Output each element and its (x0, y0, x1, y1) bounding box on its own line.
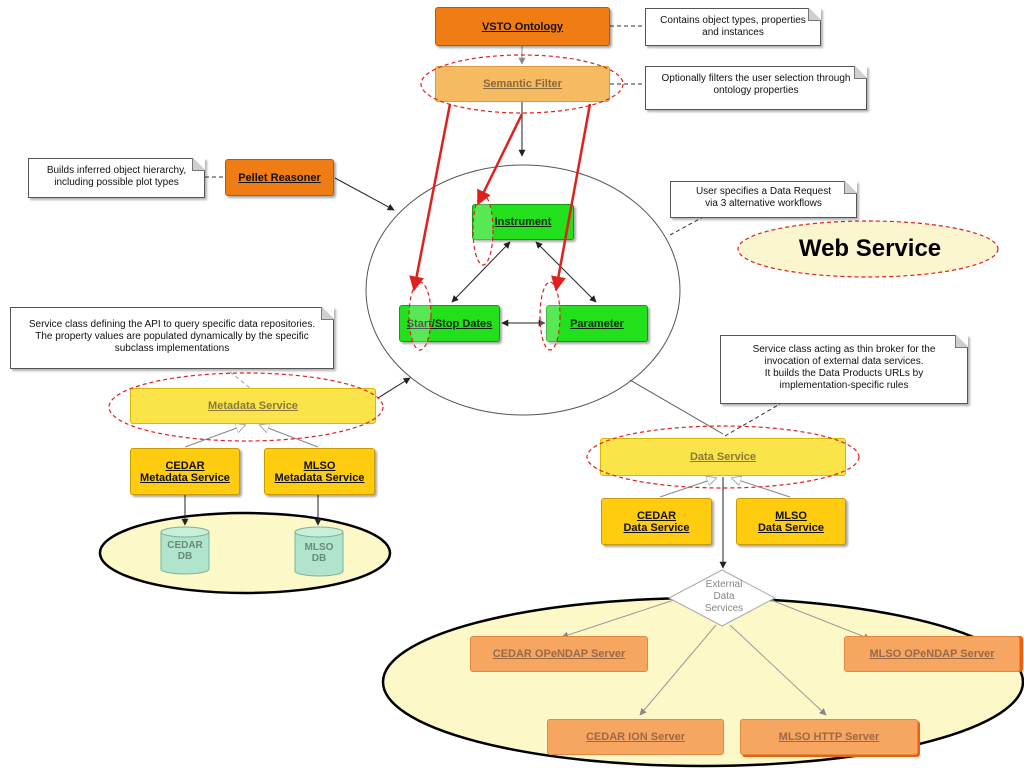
metadata-service-box: Metadata Service (130, 388, 376, 424)
web-service-label-ellipse (737, 220, 999, 278)
connector (334, 177, 395, 211)
connector (561, 597, 681, 639)
instrument-box: Instrument (472, 204, 574, 240)
web-service-label: Web Service (798, 235, 942, 262)
cedar-db-cylinder (160, 526, 210, 575)
external-data-services-diamond (667, 569, 777, 627)
parameter-box: Parameter (546, 305, 648, 342)
semantic-filter-note: Optionally filters the user selection th… (645, 66, 867, 110)
semantic-filter-box: Semantic Filter (435, 66, 610, 102)
vsto-ontology-box: VSTO Ontology (435, 7, 610, 46)
web-service-circle (365, 164, 681, 416)
cedar-ion-server-box: CEDAR ION Server (547, 719, 724, 755)
connector (184, 425, 245, 448)
mlso-opendap-server-box: MLSO OPeNDAP Server (844, 636, 1020, 672)
data-service-note: Service class acting as thin broker for … (720, 335, 968, 404)
pellet-reasoner-box: Pellet Reasoner (225, 159, 334, 196)
connector (732, 478, 791, 498)
start-stop-dates-box: Start/Stop Dates (399, 305, 500, 342)
data-service-box: Data Service (600, 438, 846, 476)
connector (669, 215, 706, 236)
connector (629, 379, 724, 435)
cedar-opendap-server-box: CEDAR OPeNDAP Server (470, 636, 648, 672)
connector (639, 624, 717, 716)
pellet-reasoner-note: Builds inferred object hierarchy,includi… (28, 158, 205, 198)
metadata-service-note: Service class defining the API to query … (10, 307, 334, 369)
connector (229, 371, 251, 389)
mlso-http-server-box: MLSO HTTP Server (740, 719, 918, 755)
connector (451, 241, 511, 303)
metadata-db-ellipse (98, 511, 392, 595)
connector (724, 403, 781, 437)
mlso-db-cylinder (294, 526, 344, 577)
connector (260, 425, 319, 448)
connector (729, 624, 827, 716)
connector (377, 377, 411, 399)
external-data-services-label: External Data Services (704, 579, 744, 614)
connector (659, 478, 716, 498)
connector (765, 597, 871, 640)
